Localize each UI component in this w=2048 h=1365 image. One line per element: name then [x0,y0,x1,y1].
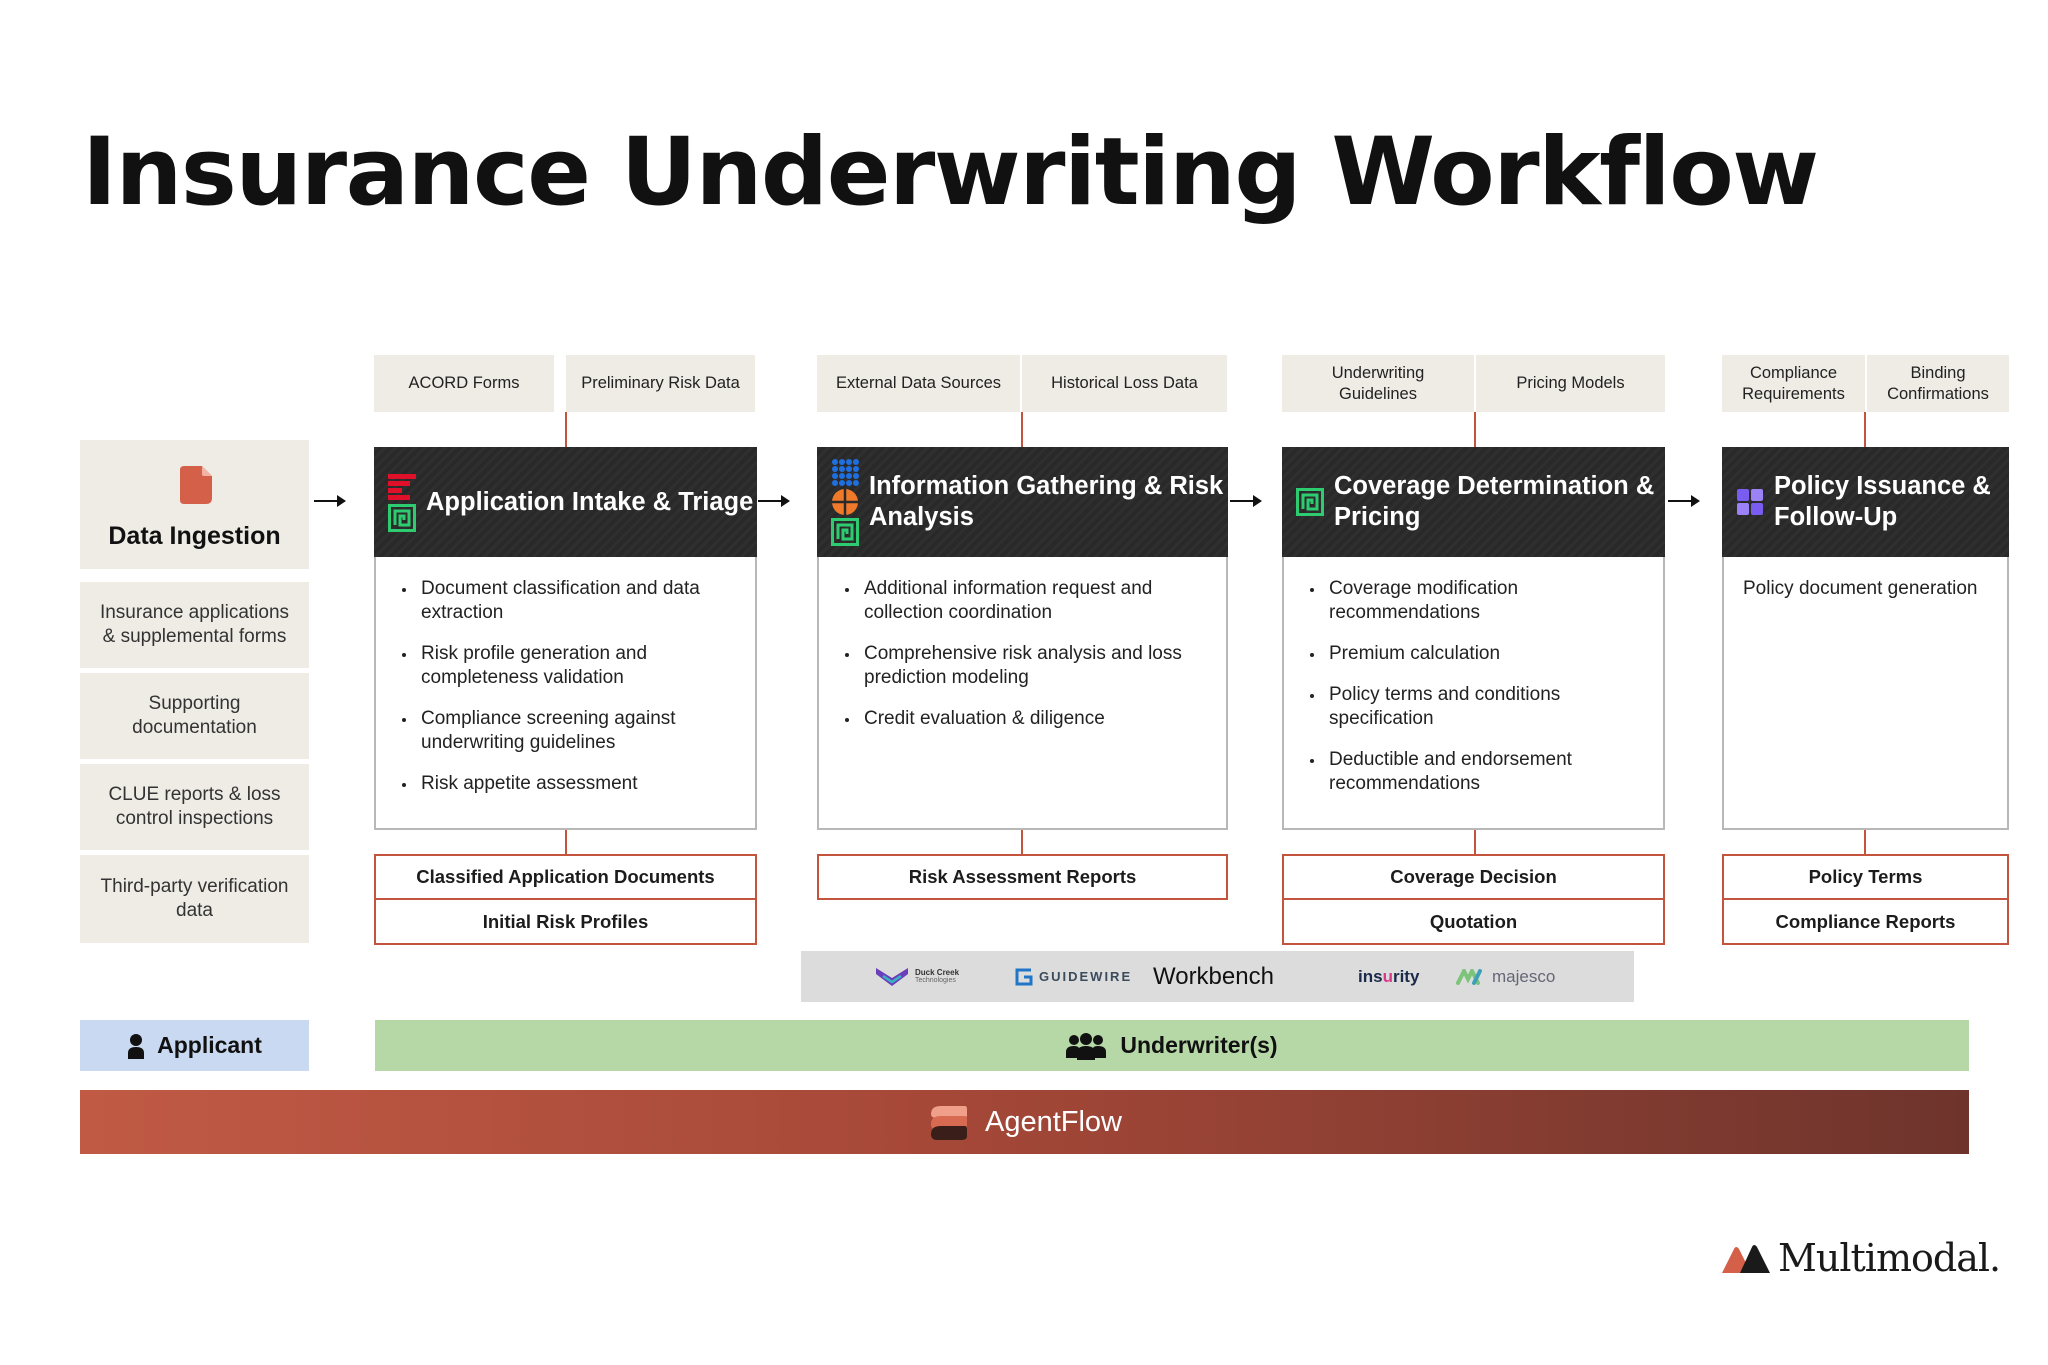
vendor-logos-bar: Duck Creek Technologies GUIDEWIRE Workbe… [801,951,1634,1002]
insurity-text-c: rity [1392,966,1420,986]
input-tag: Compliance Requirements [1722,355,1865,412]
input-tag: Historical Loss Data [1022,355,1227,412]
guidewire-logo: GUIDEWIRE [1015,951,1132,1002]
stage-body-risk-analysis: Additional information request and colle… [817,557,1228,830]
maze-icon [388,503,416,532]
stage-body-intake: Document classification and data extract… [374,557,757,830]
stage-bullet: Compliance screening against underwritin… [376,707,755,755]
guidewire-name: GUIDEWIRE [1039,969,1133,984]
underwriter-role-bar: Underwriter(s) [375,1020,1969,1071]
input-tag: Pricing Models [1476,355,1665,412]
stage-bullet: Risk profile generation and completeness… [376,642,755,690]
connector-line [565,830,567,854]
duck-creek-logo: Duck Creek Technologies [875,951,959,1002]
stage-body-issuance: Policy document generation [1722,557,2009,830]
stage-bullet: Policy terms and conditions specificatio… [1284,683,1663,731]
output-box: Coverage Decision [1282,854,1665,900]
input-tag: Binding Confirmations [1867,355,2009,412]
guidewire-icon [1015,968,1033,985]
flow-arrow [1230,495,1262,507]
connector-line [565,412,567,447]
connector-line [1474,830,1476,854]
brand-name: Multimodal. [1778,1236,2001,1280]
stage-header-issuance: Policy Issuance & Follow-Up [1722,447,2009,557]
duck-creek-icon [876,967,908,986]
stage-bullet: Deductible and endorsement recommendatio… [1284,748,1663,796]
stage-header-intake: Application Intake & Triage [374,447,757,557]
flow-arrow [314,495,346,507]
output-box: Initial Risk Profiles [374,898,757,945]
data-ingestion-header: Data Ingestion [80,440,309,569]
stage-title: Application Intake & Triage [426,487,754,516]
data-ingestion-title: Data Ingestion [108,522,281,550]
connector-line [1864,830,1866,854]
duck-creek-sub: Technologies [915,976,956,984]
connector-line [1021,412,1023,447]
ingestion-item: Supporting documentation [80,673,309,759]
input-tag: Underwriting Guidelines [1282,355,1474,412]
agentflow-label: AgentFlow [984,1105,1122,1138]
insurity-text-a: ins [1358,966,1383,986]
page-title: Insurance Underwriting Workflow [82,118,1819,227]
stage-title: Information Gathering & Risk Analysis [869,472,1224,531]
maze-icon [1296,488,1324,516]
majesco-name: majesco [1492,966,1556,986]
majesco-logo: majesco [1456,951,1555,1002]
stage-title: Policy Issuance & Follow-Up [1774,472,1991,531]
output-box: Risk Assessment Reports [817,854,1228,900]
dot-grid-icon [832,459,859,486]
connector-line [1021,830,1023,854]
multimodal-brand: Multimodal. [1720,1236,2001,1280]
output-box: Classified Application Documents [374,854,757,900]
stage-bullet: Credit evaluation & diligence [819,707,1226,731]
input-tag: Preliminary Risk Data [566,355,755,412]
connector-line [1864,412,1866,447]
stage-text: Policy document generation [1743,578,1978,599]
stage-header-risk-analysis: Information Gathering & Risk Analysis [817,447,1228,557]
ingestion-item: Insurance applications & supplemental fo… [80,582,309,668]
agentflow-logo-icon [930,1106,967,1140]
insurity-text-b: u [1382,966,1393,986]
document-icon [180,466,212,504]
stage-bullet: Document classification and data extract… [376,577,755,625]
connector-line [1474,412,1476,447]
majesco-icon [1456,968,1482,985]
agentflow-bar: AgentFlow [80,1090,1969,1154]
output-box: Policy Terms [1722,854,2009,900]
applicant-role-bar: Applicant [80,1020,309,1071]
output-box: Compliance Reports [1722,898,2009,945]
group-icon [1066,1032,1107,1060]
workbench-logo: Workbench [1153,962,1274,990]
ingestion-item: Third-party verification data [80,855,309,943]
person-icon [128,1033,145,1059]
stage-bullet: Risk appetite assessment [376,772,755,796]
squares-icon [1737,489,1763,515]
input-tag: ACORD Forms [374,355,554,412]
flow-arrow [758,495,790,507]
stage-bullet: Comprehensive risk analysis and loss pre… [819,642,1226,690]
output-box: Quotation [1282,898,1665,945]
stacked-bars-icon [388,473,416,500]
pie-icon [832,489,858,515]
stage-bullet: Coverage modification recommendations [1284,577,1663,625]
duck-creek-name: Duck Creek [915,967,960,977]
stage-title: Coverage Determination & Pricing [1334,472,1655,531]
stage-header-coverage: Coverage Determination & Pricing [1282,447,1665,557]
maze-icon [831,518,859,546]
flow-arrow [1668,495,1700,507]
applicant-label: Applicant [157,1032,262,1058]
input-tag: External Data Sources [817,355,1020,412]
multimodal-logo-icon [1722,1245,1770,1273]
stage-bullet: Additional information request and colle… [819,577,1226,625]
underwriter-label: Underwriter(s) [1120,1032,1278,1058]
stage-body-coverage: Coverage modification recommendations Pr… [1282,557,1665,830]
ingestion-item: CLUE reports & loss control inspections [80,764,309,850]
stage-bullet: Premium calculation [1284,642,1663,666]
